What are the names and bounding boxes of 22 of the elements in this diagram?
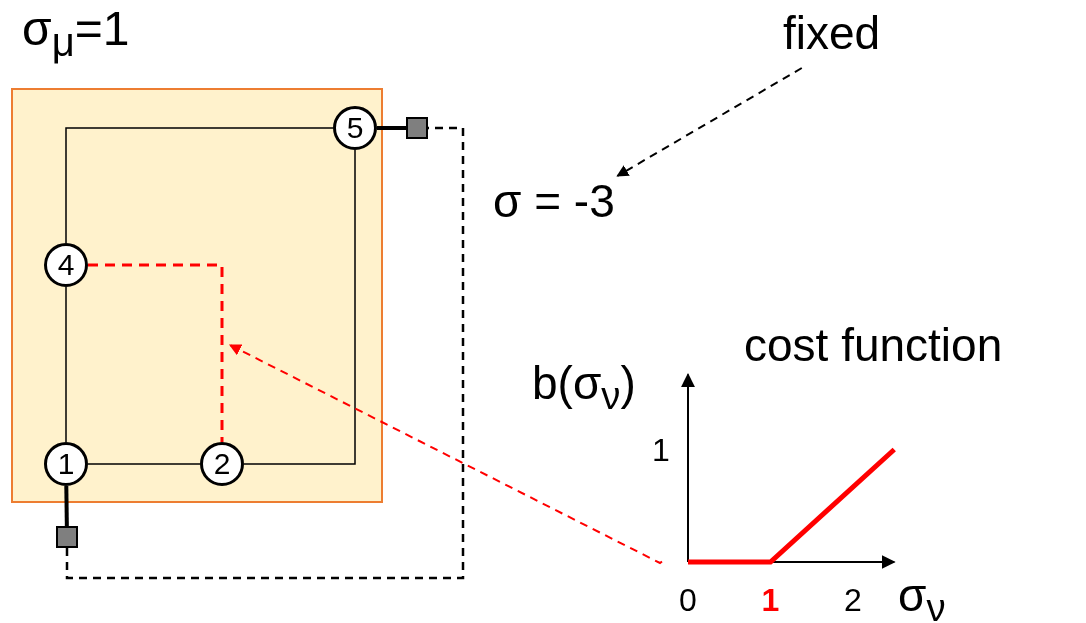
connector-line bbox=[87, 463, 201, 465]
connector-line bbox=[64, 485, 69, 527]
leader-line bbox=[228, 344, 663, 565]
text-label: σ = -3 bbox=[493, 176, 653, 228]
group-heading: σ$_{μ}$=1 bbox=[22, 5, 130, 62]
dashed-arrow bbox=[616, 67, 803, 177]
axis-title: σ$_{ν}$ bbox=[898, 572, 946, 623]
connector-square bbox=[56, 526, 78, 548]
tick-label: 2 bbox=[844, 584, 862, 616]
axis-title: b(σ$_{ν}$) bbox=[532, 360, 636, 416]
dashed-connector bbox=[65, 126, 465, 580]
connector-line bbox=[65, 286, 67, 443]
chart-title: cost function bbox=[744, 322, 1003, 368]
connector-line bbox=[243, 149, 356, 465]
tick-label: 1 bbox=[761, 584, 780, 616]
text-label: fixed bbox=[783, 8, 923, 68]
connector-line bbox=[377, 126, 406, 130]
connector-line bbox=[65, 127, 334, 244]
connector-square bbox=[406, 117, 428, 139]
tick-label: 1 bbox=[652, 433, 670, 466]
tick-label: 0 bbox=[679, 584, 697, 616]
dashed-connector bbox=[88, 263, 224, 442]
